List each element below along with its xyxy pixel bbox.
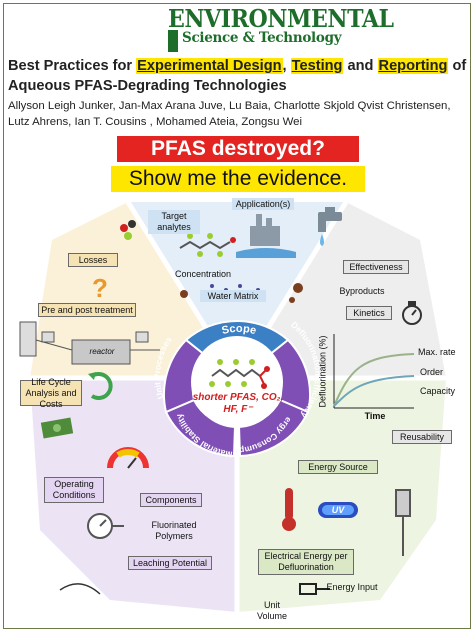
label-x-axis-time: Time [364, 411, 386, 421]
label-operating-conditions: Operating Conditions [44, 477, 104, 503]
slogan-evidence: Show me the evidence. [111, 166, 365, 192]
arrow-icon [59, 583, 101, 595]
stopwatch-icon [402, 301, 422, 325]
oxygen-atom-icon [264, 366, 270, 372]
journal-logo-bar [168, 30, 178, 52]
label-applications: Application(s) [232, 198, 294, 210]
particles-icon [180, 283, 303, 303]
label-unit-volume: Unit Volume [256, 600, 288, 621]
label-energy-source: Energy Source [298, 460, 378, 474]
label-electrical-energy: Electrical Energy per Defluorination [258, 549, 354, 575]
title-term-reporting: Reporting [377, 58, 449, 74]
ring-label-scope: Scope [221, 323, 258, 337]
sector-left [30, 202, 237, 378]
label-effectiveness: Effectiveness [343, 260, 409, 274]
thermometer-icon [282, 488, 296, 531]
defluorination-chart [333, 334, 415, 409]
pfas-chain-icon [179, 240, 231, 250]
label-max-rate: Max. rate [418, 347, 456, 357]
plug-icon [299, 583, 330, 595]
label-uv: UV [331, 505, 345, 515]
factory-icon [250, 214, 280, 246]
label-components: Components [140, 493, 202, 507]
uv-lamp-icon [318, 502, 358, 518]
label-concentration: Concentration [174, 269, 232, 279]
label-fluorinated-polymers: Fluorinated Polymers [151, 520, 197, 541]
target-molecule-icon [120, 220, 136, 240]
label-products: shorter PFAS, CO₂, HF, F⁻ [192, 392, 284, 415]
label-lca-costs: Life Cycle Analysis and Costs [20, 377, 82, 409]
title-tail: of Aqueous PFAS-Degrading Technologies [8, 58, 467, 94]
paper-title: Best Practices for Experimental Design, … [8, 56, 468, 96]
title-term-testing: Testing [290, 58, 344, 74]
fluorine-atoms-icon [209, 359, 255, 387]
page-frame [3, 3, 471, 629]
sector-right [237, 202, 446, 378]
faucet-icon [318, 207, 342, 232]
electrode-icon [395, 489, 411, 556]
money-icon [40, 417, 74, 439]
question-mark-icon: ? [92, 273, 108, 303]
label-reusability: Reusability [392, 430, 452, 444]
title-sep1: , [282, 58, 291, 74]
author-list: Allyson Leigh Junker, Jan-Max Arana Juve… [8, 100, 451, 128]
label-target-analytes: Target analytes [148, 210, 200, 234]
label-byproducts: Byproducts [339, 286, 385, 296]
journal-subtitle: Science & Technology [182, 30, 342, 46]
label-leaching-potential: Leaching Potential [128, 556, 212, 570]
label-capacity: Capacity [420, 386, 456, 396]
reactor-diagram [19, 321, 160, 365]
water-body-icon [236, 248, 296, 258]
journal-name: ENVIRONMENTAL [168, 4, 394, 33]
label-pre-post-treatment: Pre and post treatment [38, 303, 136, 317]
label-order: Order [420, 367, 444, 377]
water-drop-icon [320, 234, 324, 246]
title-lead: Best Practices for [8, 58, 137, 74]
recycle-icon [90, 372, 113, 400]
label-water-matrix: Water Matrix [200, 290, 266, 302]
pressure-gauge-icon [87, 513, 124, 539]
label-y-axis-defluorination: Defluorination (%) [317, 335, 328, 408]
label-reactor: reactor [89, 347, 115, 356]
slogan-question: PFAS destroyed? [117, 136, 359, 162]
title-sep2: and [343, 58, 378, 74]
label-energy-input: Energy Input [326, 582, 378, 592]
label-losses: Losses [68, 253, 118, 267]
gauge-icon [107, 447, 149, 469]
label-kinetics: Kinetics [346, 306, 392, 320]
title-term-design: Experimental Design [136, 58, 283, 74]
